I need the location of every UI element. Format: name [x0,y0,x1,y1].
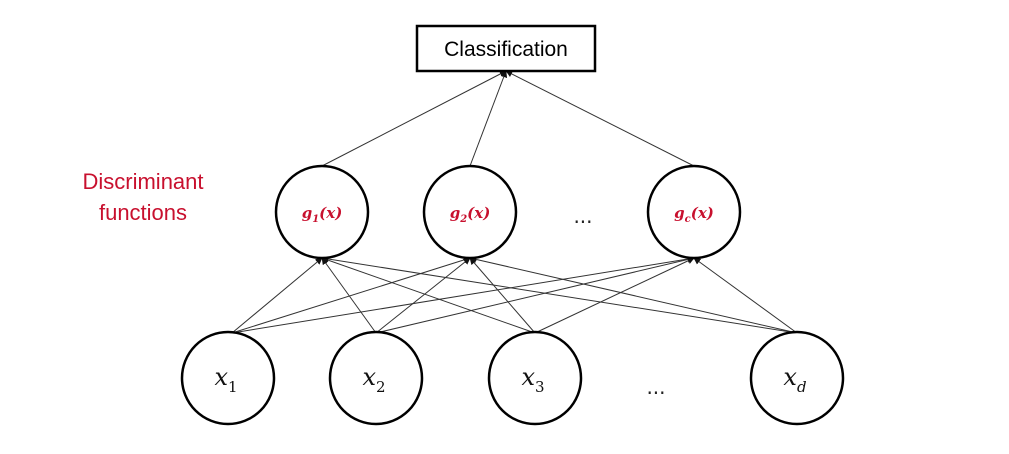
discriminant-node-2: g2(x) [422,164,518,260]
input-circle [328,330,424,426]
side-label-group: Discriminant functions [82,169,203,225]
discriminant-label: gc(x) [674,204,714,225]
classification-label: Classification [444,38,568,61]
classification-node: Classification [415,24,597,73]
input-node-d: xd [749,330,845,426]
edge-input-2-to-discriminant-2 [375,257,471,334]
discriminant-ellipsis: ... [573,204,592,228]
edges-group [231,70,798,334]
input-circle [180,330,276,426]
edge-input-3-to-discriminant-3 [534,257,695,334]
input-label: xd [783,363,806,396]
discriminant-label: g2(x) [450,204,491,225]
input-circle [749,330,845,426]
side-label-line2: functions [99,200,187,225]
discriminant-circle [646,164,742,260]
edge-discriminant-3-to-classification [505,70,695,167]
edge-input-3-to-discriminant-1 [321,256,536,334]
edge-input-2-to-discriminant-3 [375,256,695,334]
edge-input-4-to-discriminant-2 [469,255,798,334]
discriminant-circle [274,164,370,260]
discriminant-node-c: gc(x) [646,164,742,260]
side-label-line1: Discriminant [82,169,203,194]
edge-input-3-to-discriminant-2 [469,257,536,334]
input-node-3: x3 [487,330,583,426]
input-label: x2 [362,363,385,396]
discriminant-node-1: g1(x) [274,164,370,260]
input-node-1: x1 [180,330,276,426]
edge-discriminant-2-to-classification [469,70,508,167]
edge-input-4-to-discriminant-3 [693,257,798,334]
discriminant-circle [422,164,518,260]
edge-input-1-to-discriminant-1 [231,257,323,334]
classification-box [415,24,597,73]
input-node-2: x2 [328,330,424,426]
input-ellipsis: ... [646,375,665,399]
discriminant-label: g1(x) [302,204,343,225]
edge-input-1-to-discriminant-3 [231,255,695,334]
edge-input-2-to-discriminant-1 [321,257,377,334]
edge-input-1-to-discriminant-2 [231,256,471,334]
input-label: x3 [521,363,544,396]
input-label: x1 [214,363,237,396]
edge-discriminant-1-to-classification [321,70,507,167]
edge-input-4-to-discriminant-1 [321,255,798,334]
input-circle [487,330,583,426]
